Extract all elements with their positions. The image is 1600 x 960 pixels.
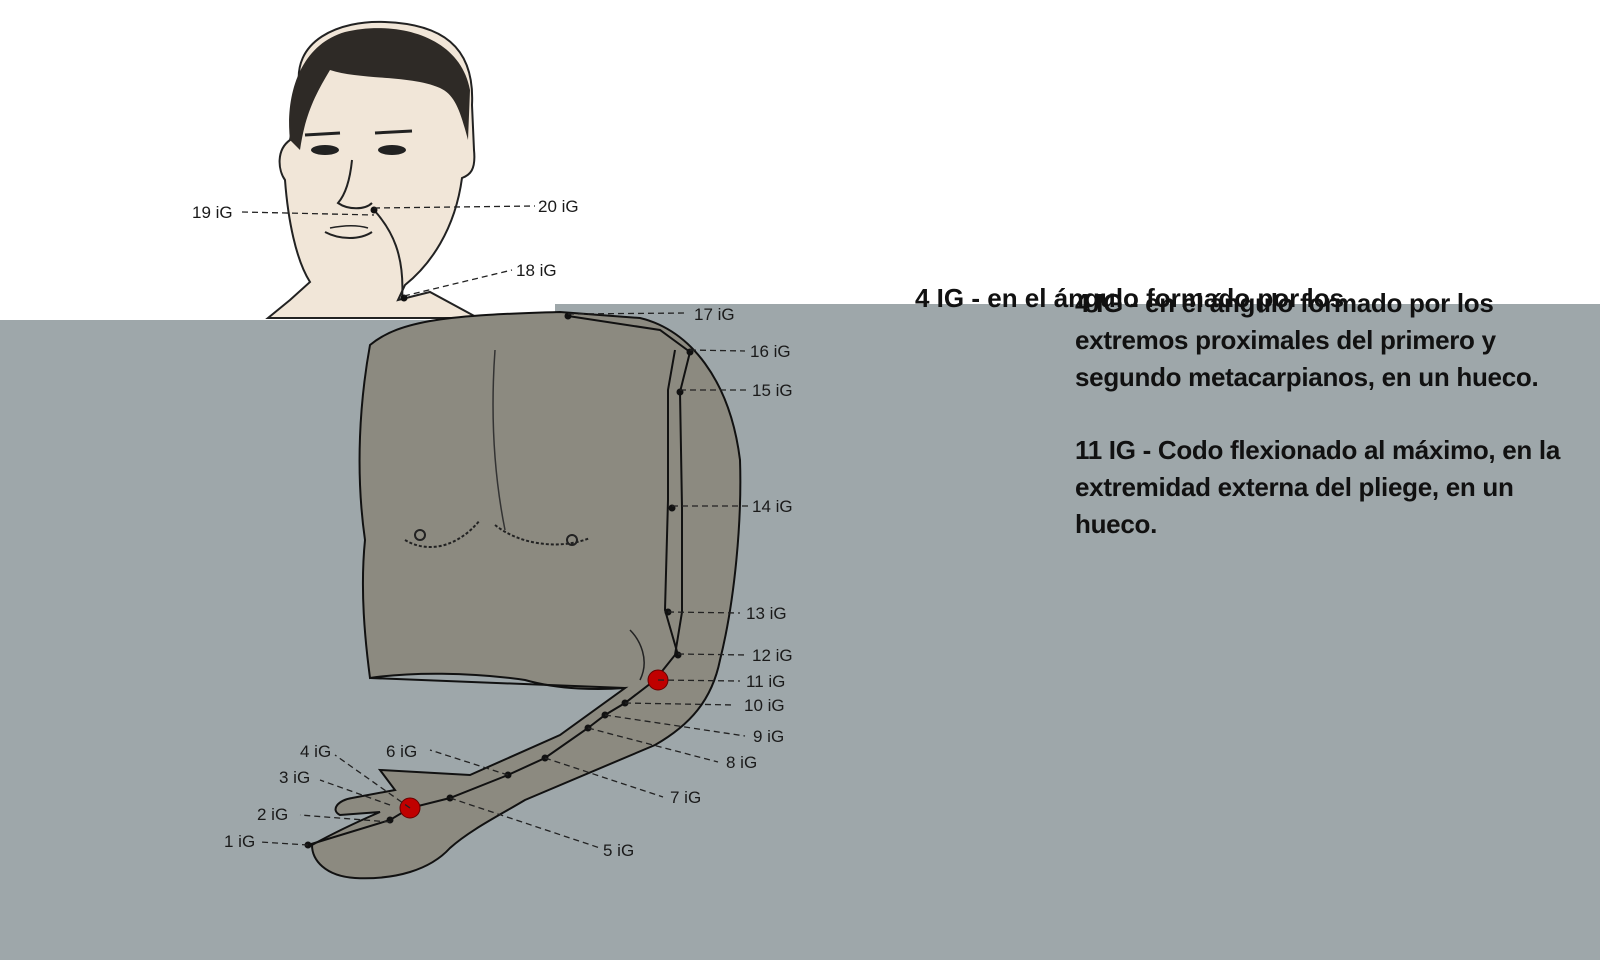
label-20: 20 iG (538, 197, 579, 216)
label-10: 10 iG (744, 696, 785, 715)
gray-background-panel (0, 320, 1600, 960)
label-16: 16 iG (750, 342, 791, 361)
label-9: 9 iG (753, 727, 784, 746)
label-8: 8 iG (726, 753, 757, 772)
label-7: 7 iG (670, 788, 701, 807)
label-17: 17 iG (694, 305, 735, 324)
label-19: 19 iG (192, 203, 233, 222)
label-2: 2 iG (257, 805, 288, 824)
leader-lines (241, 205, 749, 849)
label-13: 13 iG (746, 604, 787, 623)
label-4: 4 iG (300, 742, 331, 761)
label-11: 11 iG (746, 672, 785, 691)
label-15: 15 iG (752, 381, 793, 400)
description-point-4: 4 IG - en el ángulo formado por los extr… (1075, 288, 1539, 392)
head-drawing (265, 20, 479, 319)
torso-arm-drawing (304, 310, 742, 880)
gray-background-strip (555, 304, 1600, 322)
label-5: 5 iG (603, 841, 634, 860)
label-1: 1 iG (224, 832, 255, 851)
label-3: 3 iG (279, 768, 310, 787)
label-12: 12 iG (752, 646, 793, 665)
overlapping-text-line: 4 IG - en el ángulo formado por los (915, 283, 1345, 313)
description-point-11: 11 IG - Codo flexionado al máximo, en la… (1075, 435, 1561, 539)
label-18: 18 iG (516, 261, 557, 280)
label-14: 14 iG (752, 497, 793, 516)
label-6: 6 iG (386, 742, 417, 761)
point-labels: 19 iG 20 iG 18 iG 17 iG 16 iG 15 iG 14 i… (192, 197, 793, 860)
